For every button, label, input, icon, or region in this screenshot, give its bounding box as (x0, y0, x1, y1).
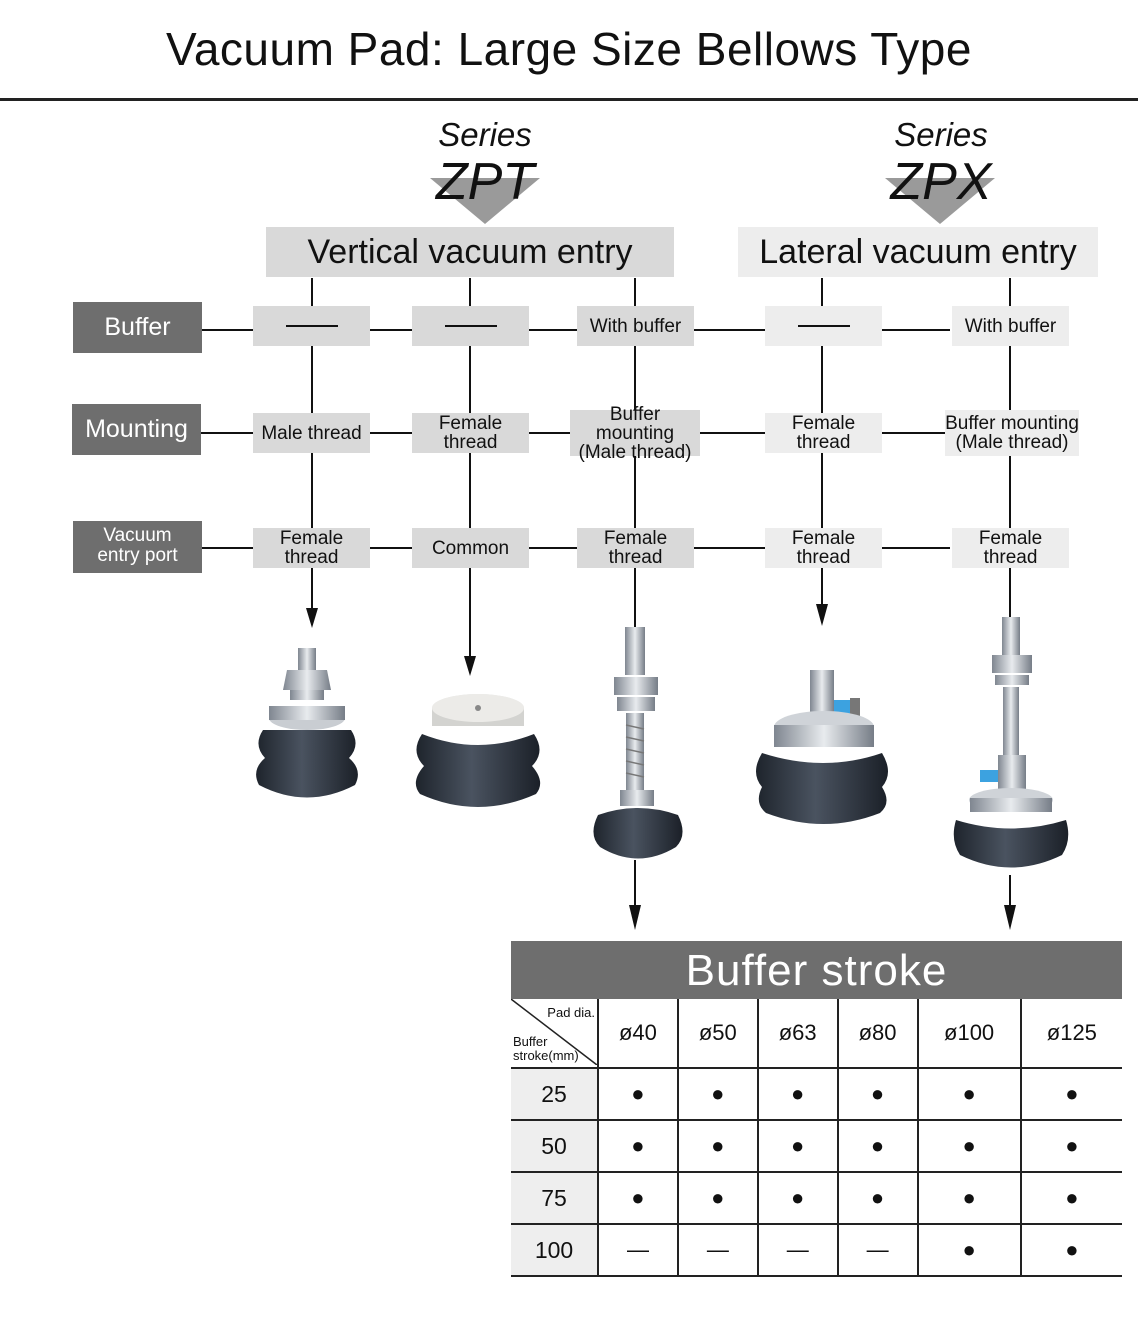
row-label-vacuum-port: Vacuum entry port (73, 521, 202, 573)
availability-mark: ● (598, 1172, 679, 1225)
availability-mark: ● (598, 1068, 679, 1121)
series-label-zpx: Series (894, 116, 988, 153)
cell-port-col3: Female thread (577, 528, 694, 568)
cell-buffer-col1 (253, 306, 370, 346)
stroke-value: 25 (511, 1068, 599, 1121)
cell-buffer-col2 (412, 306, 529, 346)
cell-mounting-col3-line2: (Male thread) (578, 441, 692, 463)
series-marker-zpt (430, 178, 540, 224)
cell-buffer-col4 (765, 306, 882, 346)
cell-buffer-col5: With buffer (952, 306, 1069, 346)
vacuum-pad-buffer-vertical-icon (593, 627, 683, 859)
corner-pad-dia-label: Pad dia. (547, 1005, 595, 1020)
buffer-stroke-table: Buffer stroke Pad dia. Buffer stroke(mm)… (511, 941, 1122, 1277)
series-label-zpt: Series (438, 116, 532, 153)
cell-buffer-col3: With buffer (577, 306, 694, 346)
availability-mark: ● (1020, 1172, 1122, 1225)
availability-mark: ● (917, 1172, 1022, 1225)
availability-mark: ● (1020, 1120, 1122, 1173)
corner-stroke-label: Buffer stroke(mm) (513, 1035, 579, 1063)
pad-dia-header: ø63 (757, 999, 839, 1069)
availability-mark: ● (677, 1120, 759, 1173)
pad-dia-header: ø50 (677, 999, 759, 1069)
stroke-value: 100 (511, 1224, 599, 1277)
table-row: 25 ● ● ● ● ● ● (511, 1068, 1122, 1121)
page-title: Vacuum Pad: Large Size Bellows Type (166, 23, 972, 75)
vertical-entry-heading: Vertical vacuum entry (266, 227, 674, 277)
availability-mark: ● (917, 1068, 1022, 1121)
availability-mark: ● (917, 1120, 1022, 1173)
availability-mark: ● (598, 1120, 679, 1173)
series-marker-zpx (885, 178, 995, 224)
cell-mounting-col1: Male thread (253, 413, 370, 453)
corner-stroke-line2: stroke(mm) (513, 1048, 579, 1063)
availability-mark: ● (917, 1224, 1022, 1277)
row-label-mounting: Mounting (72, 404, 201, 455)
vacuum-pad-lateral-icon (756, 670, 888, 824)
availability-mark: ● (677, 1068, 759, 1121)
availability-mark: ● (837, 1068, 919, 1121)
availability-mark: ● (1020, 1068, 1122, 1121)
table-corner-header: Pad dia. Buffer stroke(mm) (511, 999, 599, 1069)
stroke-value: 75 (511, 1172, 599, 1225)
title-divider (0, 98, 1138, 101)
table-title: Buffer stroke (511, 941, 1122, 999)
availability-mark: ● (757, 1172, 839, 1225)
cell-mounting-col4: Female thread (765, 413, 882, 453)
vacuum-pad-buffer-lateral-icon (953, 617, 1069, 868)
cell-port-col5: Female thread (952, 528, 1069, 568)
availability-mark: ● (757, 1068, 839, 1121)
table-row: 50 ● ● ● ● ● ● (511, 1120, 1122, 1173)
availability-mark: — (598, 1224, 679, 1277)
vacuum-pad-female-thread-icon (415, 694, 541, 807)
table-row: 100 — — — — ● ● (511, 1224, 1122, 1277)
cell-mounting-col5-line2: (Male thread) (955, 432, 1069, 453)
cell-mounting-col5: Buffer mounting (Male thread) (945, 410, 1079, 456)
series-code-zpx: ZPX (890, 153, 992, 211)
cell-mounting-col3-line1: Buffer mounting (595, 403, 675, 444)
corner-stroke-line1: Buffer (513, 1034, 548, 1049)
availability-mark: ● (757, 1120, 839, 1173)
cell-mounting-col5-line1: Buffer mounting (945, 413, 1079, 434)
table-row: 75 ● ● ● ● ● ● (511, 1172, 1122, 1225)
lateral-entry-heading: Lateral vacuum entry (738, 227, 1098, 277)
row-label-vacuum-port-line2: entry port (97, 545, 178, 566)
pad-dia-header: ø80 (837, 999, 919, 1069)
cell-port-col2: Common (412, 528, 529, 568)
series-code-zpt: ZPT (435, 153, 535, 211)
cell-port-col4: Female thread (765, 528, 882, 568)
availability-mark: ● (1020, 1224, 1122, 1277)
availability-mark: ● (677, 1172, 759, 1225)
vacuum-pad-male-thread-icon (256, 648, 358, 798)
row-label-vacuum-port-line1: Vacuum (103, 525, 172, 546)
availability-mark: — (837, 1224, 919, 1277)
pad-dia-header: ø40 (598, 999, 679, 1069)
cell-mounting-col2: Female thread (412, 413, 529, 453)
availability-mark: — (757, 1224, 839, 1277)
availability-mark: ● (837, 1172, 919, 1225)
row-label-buffer: Buffer (73, 302, 202, 353)
availability-mark: ● (837, 1120, 919, 1173)
pad-dia-header: ø125 (1020, 999, 1122, 1069)
availability-mark: — (677, 1224, 759, 1277)
stroke-value: 50 (511, 1120, 599, 1173)
cell-mounting-col3: Buffer mounting (Male thread) (570, 405, 700, 462)
cell-port-col1: Female thread (253, 528, 370, 568)
pad-dia-header: ø100 (917, 999, 1022, 1069)
